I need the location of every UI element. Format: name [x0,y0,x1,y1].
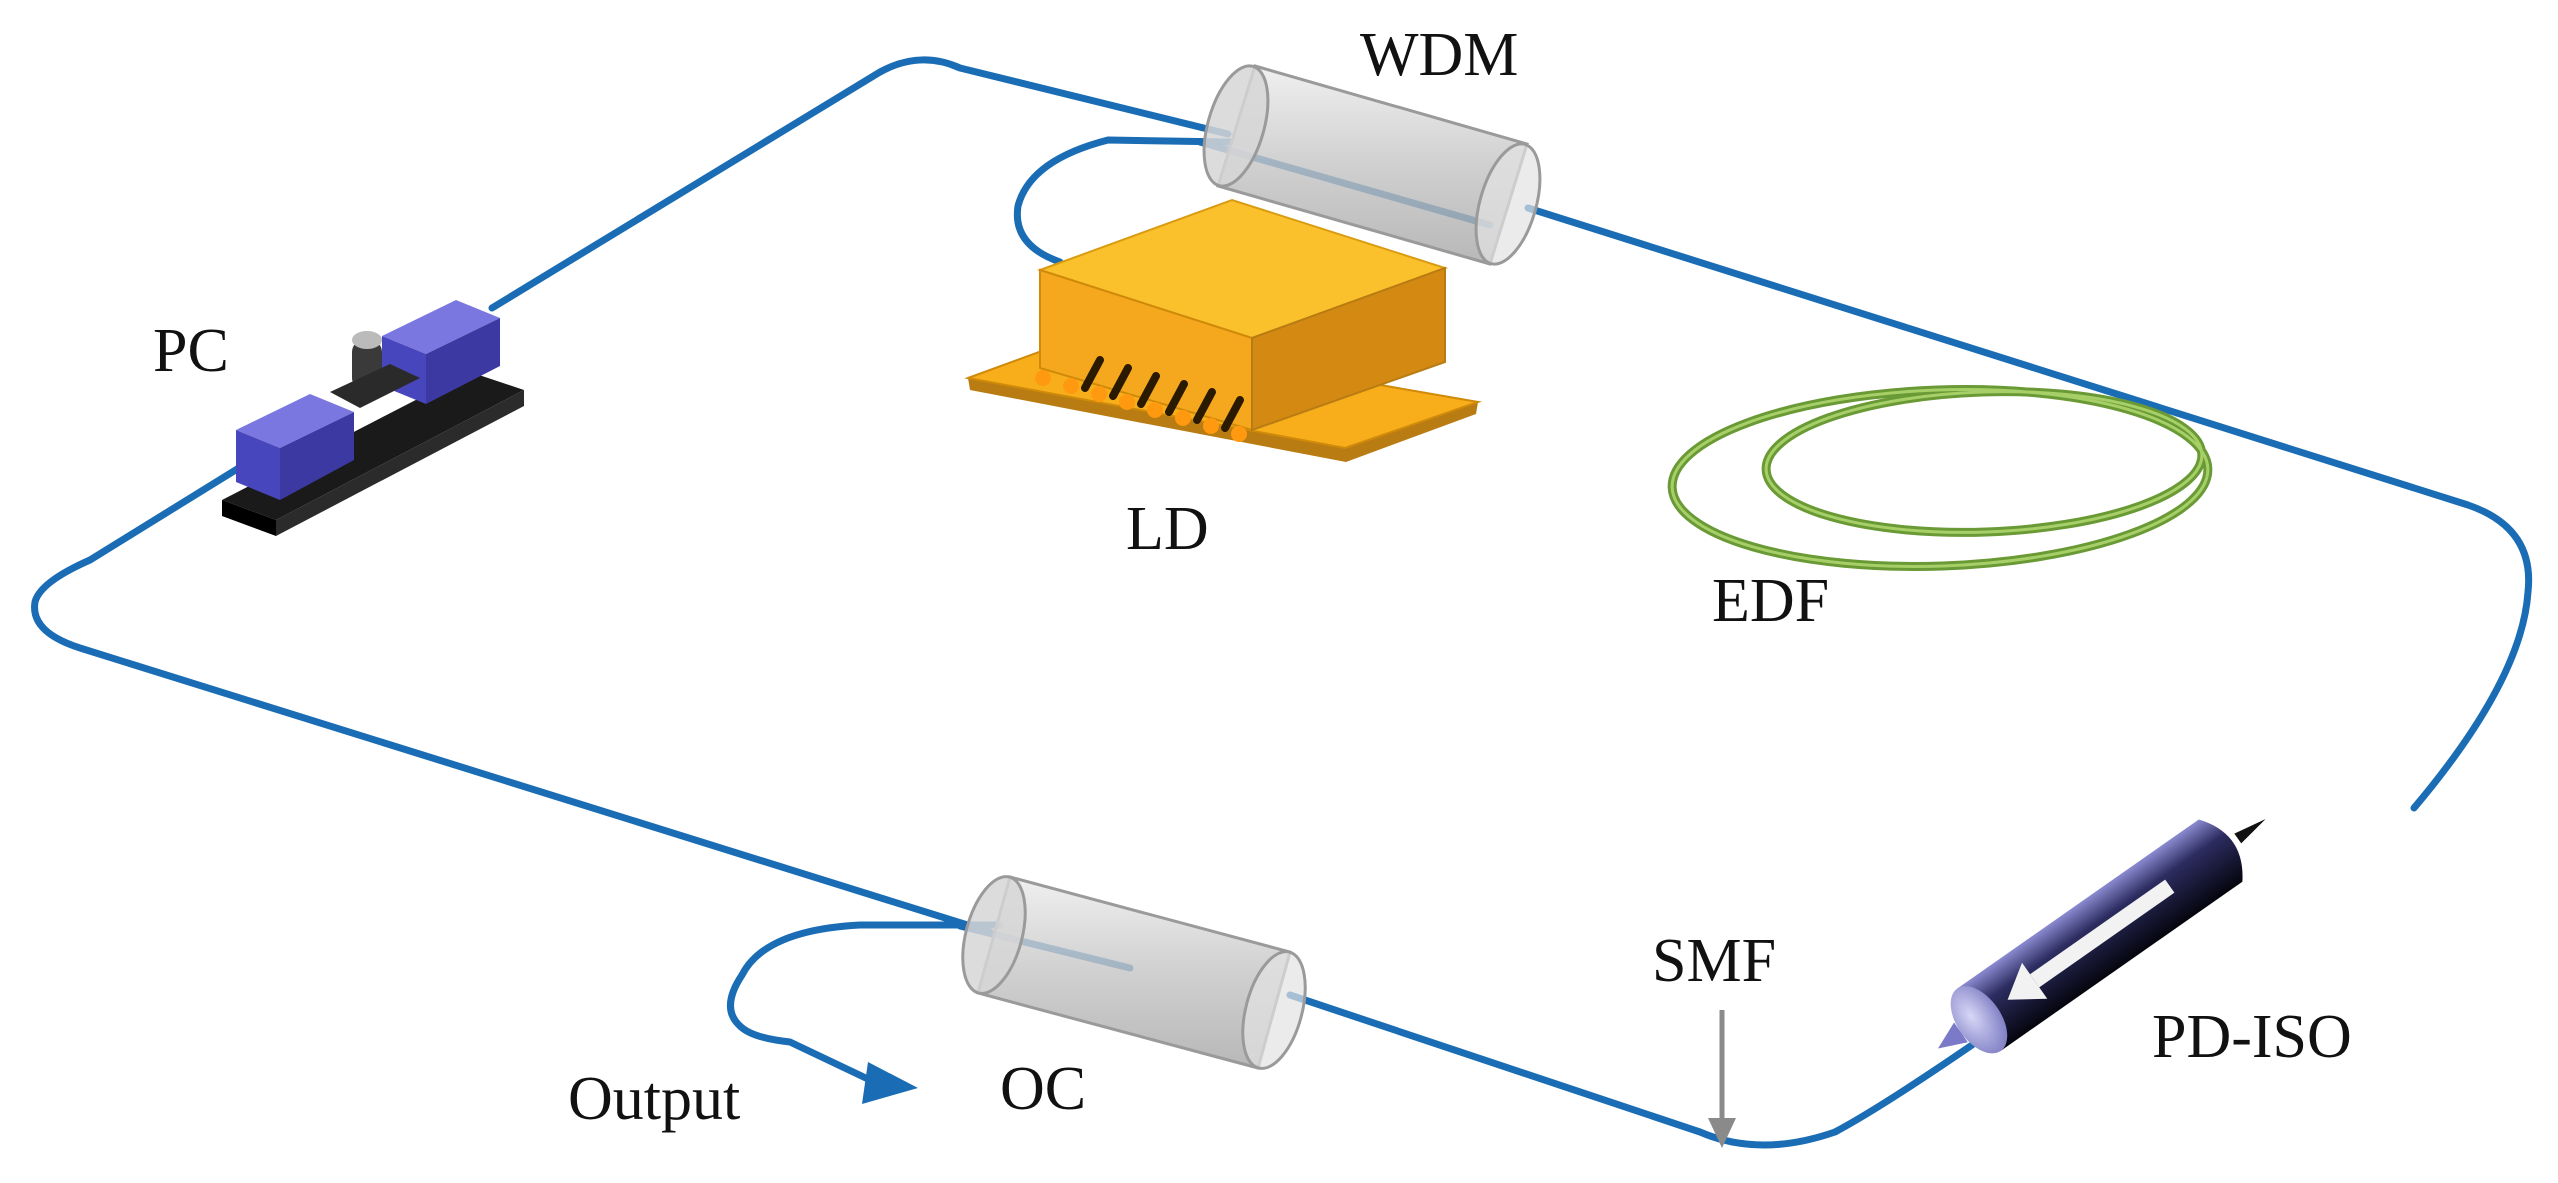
label-pc: PC [153,317,229,385]
butterfly-laser-diode-icon [964,198,1482,462]
label-pd-iso: PD-ISO [2152,1003,2352,1071]
smf-pointer-arrow-icon [1708,1010,1736,1148]
label-ld: LD [1126,495,1209,563]
label-oc: OC [1000,1055,1087,1123]
polarization-controller-icon [222,300,524,536]
fiber-bottom-right [1286,991,1976,1149]
fiber-pump-branch [1013,136,1234,266]
label-edf: EDF [1712,567,1830,635]
fiber-top-right [1524,204,2533,812]
label-smf: SMF [1652,927,1777,995]
oc-coupler-icon [961,875,1307,1070]
fiber-bottom-left [31,454,994,936]
edf-fiber-coil-icon [1667,385,2213,571]
fiber-top-left [488,56,1232,312]
pd-iso-isolator-icon [1937,819,2266,1054]
ld-pins [1081,356,1244,432]
output-arrow-icon [862,1062,918,1104]
iso-direction-arrow [2007,879,2175,1000]
wdm-coupler-icon [1202,64,1542,266]
label-wdm: WDM [1360,21,1519,89]
label-output: Output [568,1065,741,1133]
ld-pin-pads [1035,370,1247,442]
fiber-output-branch [727,921,1004,1084]
